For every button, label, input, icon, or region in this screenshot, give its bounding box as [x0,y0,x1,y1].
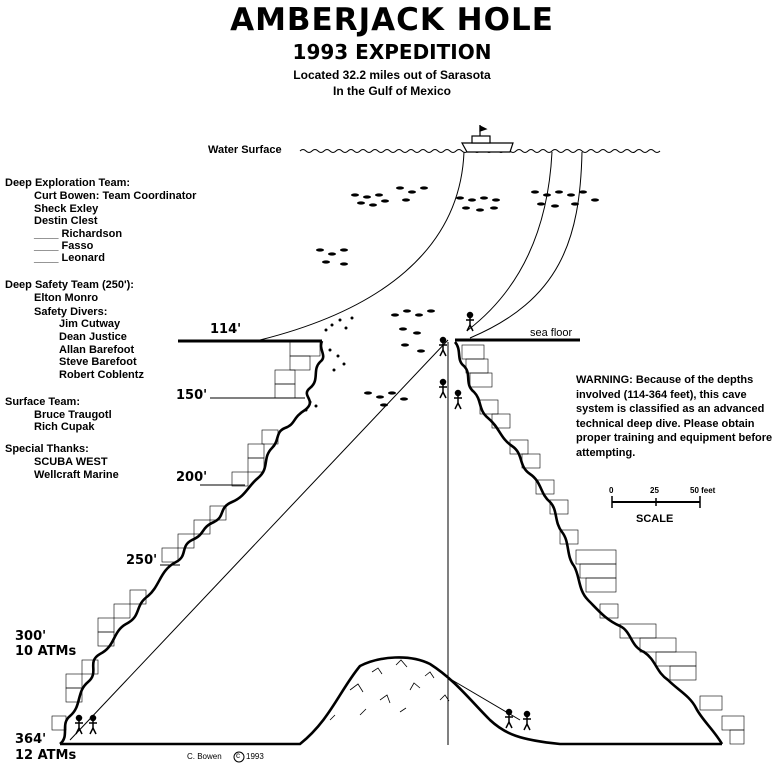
safety-divers-subheading: Safety Divers: [34,306,108,318]
scale-label: SCALE [636,513,674,525]
rock-pile-texture [329,659,450,721]
special-thanks-heading: Special Thanks: [5,443,89,455]
credit-year: 1993 [246,752,264,761]
team-member: Rich Cupak [34,421,95,433]
team-member: Steve Barefoot [59,356,137,368]
scale-bar [611,496,701,508]
team-member: Curt Bowen: Team Coordinator [34,190,197,202]
reef-growth [304,316,354,412]
team-member: ____ Richardson [34,228,123,240]
scale-tick-0: 0 [609,486,614,495]
location-line-1: Located 32.2 miles out of Sarasota [293,68,491,82]
scale-tick-50: 50 feet [690,486,716,495]
warning-text: WARNING: Because of the depths involved … [576,374,773,459]
cave-floor [60,656,722,746]
depth-300-atm: 10 ATMs [15,644,77,659]
thanks-item: SCUBA WEST [34,456,108,468]
diver-icons [75,311,531,735]
page-subtitle: 1993 EXPEDITION [292,40,492,64]
sea-floor-label: sea floor [530,327,573,339]
depth-150: 150' [176,388,208,403]
page-title: AMBERJACK HOLE [230,2,554,38]
team-member: Bruce Traugotl [34,409,112,421]
credit-author: C. Bowen [187,752,222,761]
team-member: Robert Coblentz [59,369,144,381]
water-surface-label: Water Surface [208,144,282,156]
depth-114: 114' [210,322,242,337]
surface-team-heading: Surface Team: [5,396,80,408]
deep-safety-lead: Elton Monro [34,292,99,304]
deep-exploration-heading: Deep Exploration Team: [5,177,131,189]
team-member: ____ Leonard [34,252,105,264]
depth-364: 364' [15,732,47,747]
left-grid [51,341,321,731]
cave-wall-right [453,341,724,745]
team-member: Sheck Exley [34,203,99,215]
team-member: Jim Cutway [59,318,121,330]
anchor-line-3 [469,151,583,339]
scale-tick-25: 25 [650,486,659,495]
depth-200: 200' [176,470,208,485]
anchor-line-1 [259,151,465,341]
right-grid [461,344,745,745]
anchor-line-2 [467,151,553,331]
team-member: Allan Barefoot [59,344,135,356]
depth-250: 250' [126,553,158,568]
thanks-item: Wellcraft Marine [34,469,119,481]
depth-364-atm: 12 ATMs [15,748,77,763]
copyright-symbol: c [236,751,240,760]
team-member: ____ Fasso [34,240,94,252]
deep-safety-heading: Deep Safety Team (250'): [5,279,134,291]
depth-300: 300' [15,629,47,644]
team-member: Dean Justice [59,331,127,343]
guide-line-diagonal [69,339,449,741]
copyright-circle [233,751,245,763]
team-member: Destin Clest [34,215,98,227]
fish-school-icons [316,186,599,407]
boat-icon [460,125,514,153]
location-line-2: In the Gulf of Mexico [332,84,451,98]
